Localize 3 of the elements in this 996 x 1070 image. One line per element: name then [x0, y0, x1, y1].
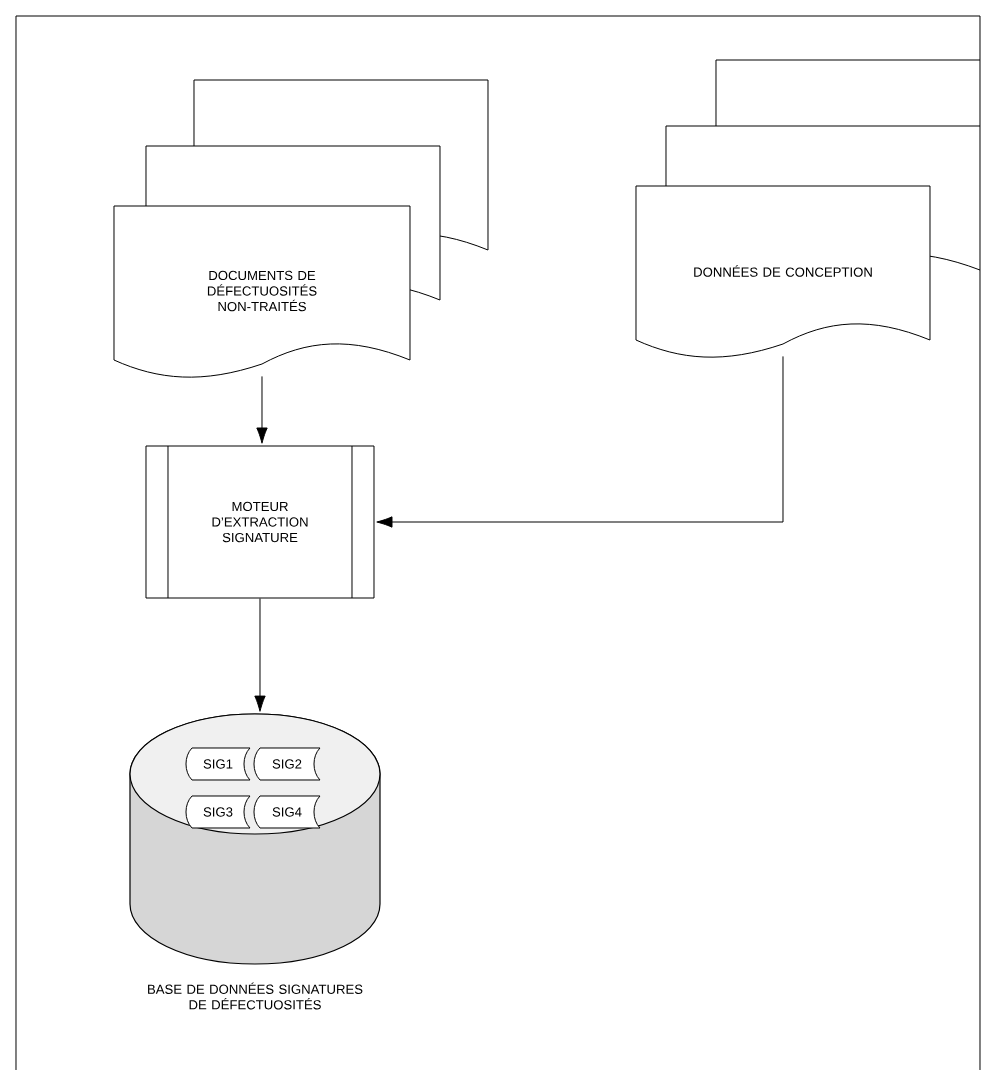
arrow — [256, 375, 268, 444]
arrow — [254, 598, 266, 712]
arrow — [376, 355, 784, 528]
